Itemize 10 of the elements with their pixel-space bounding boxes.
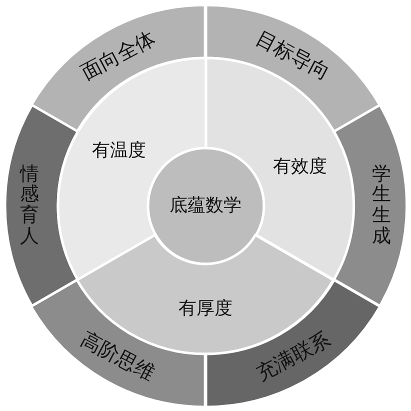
sector-label: 充满联系 bbox=[252, 328, 333, 385]
sector-label: 目标导向 bbox=[252, 26, 333, 84]
sector-label: 有效度 bbox=[273, 157, 328, 178]
sector-label: 底蕴数学 bbox=[170, 196, 242, 216]
sector-label: 高阶思维 bbox=[78, 328, 159, 385]
sector-label: 面向全体 bbox=[78, 26, 159, 84]
sector-label: 情感育人 bbox=[20, 164, 39, 248]
sector-label: 学生生成 bbox=[372, 164, 391, 248]
sector-label: 有温度 bbox=[92, 142, 146, 162]
sector-label: 有厚度 bbox=[178, 298, 232, 318]
